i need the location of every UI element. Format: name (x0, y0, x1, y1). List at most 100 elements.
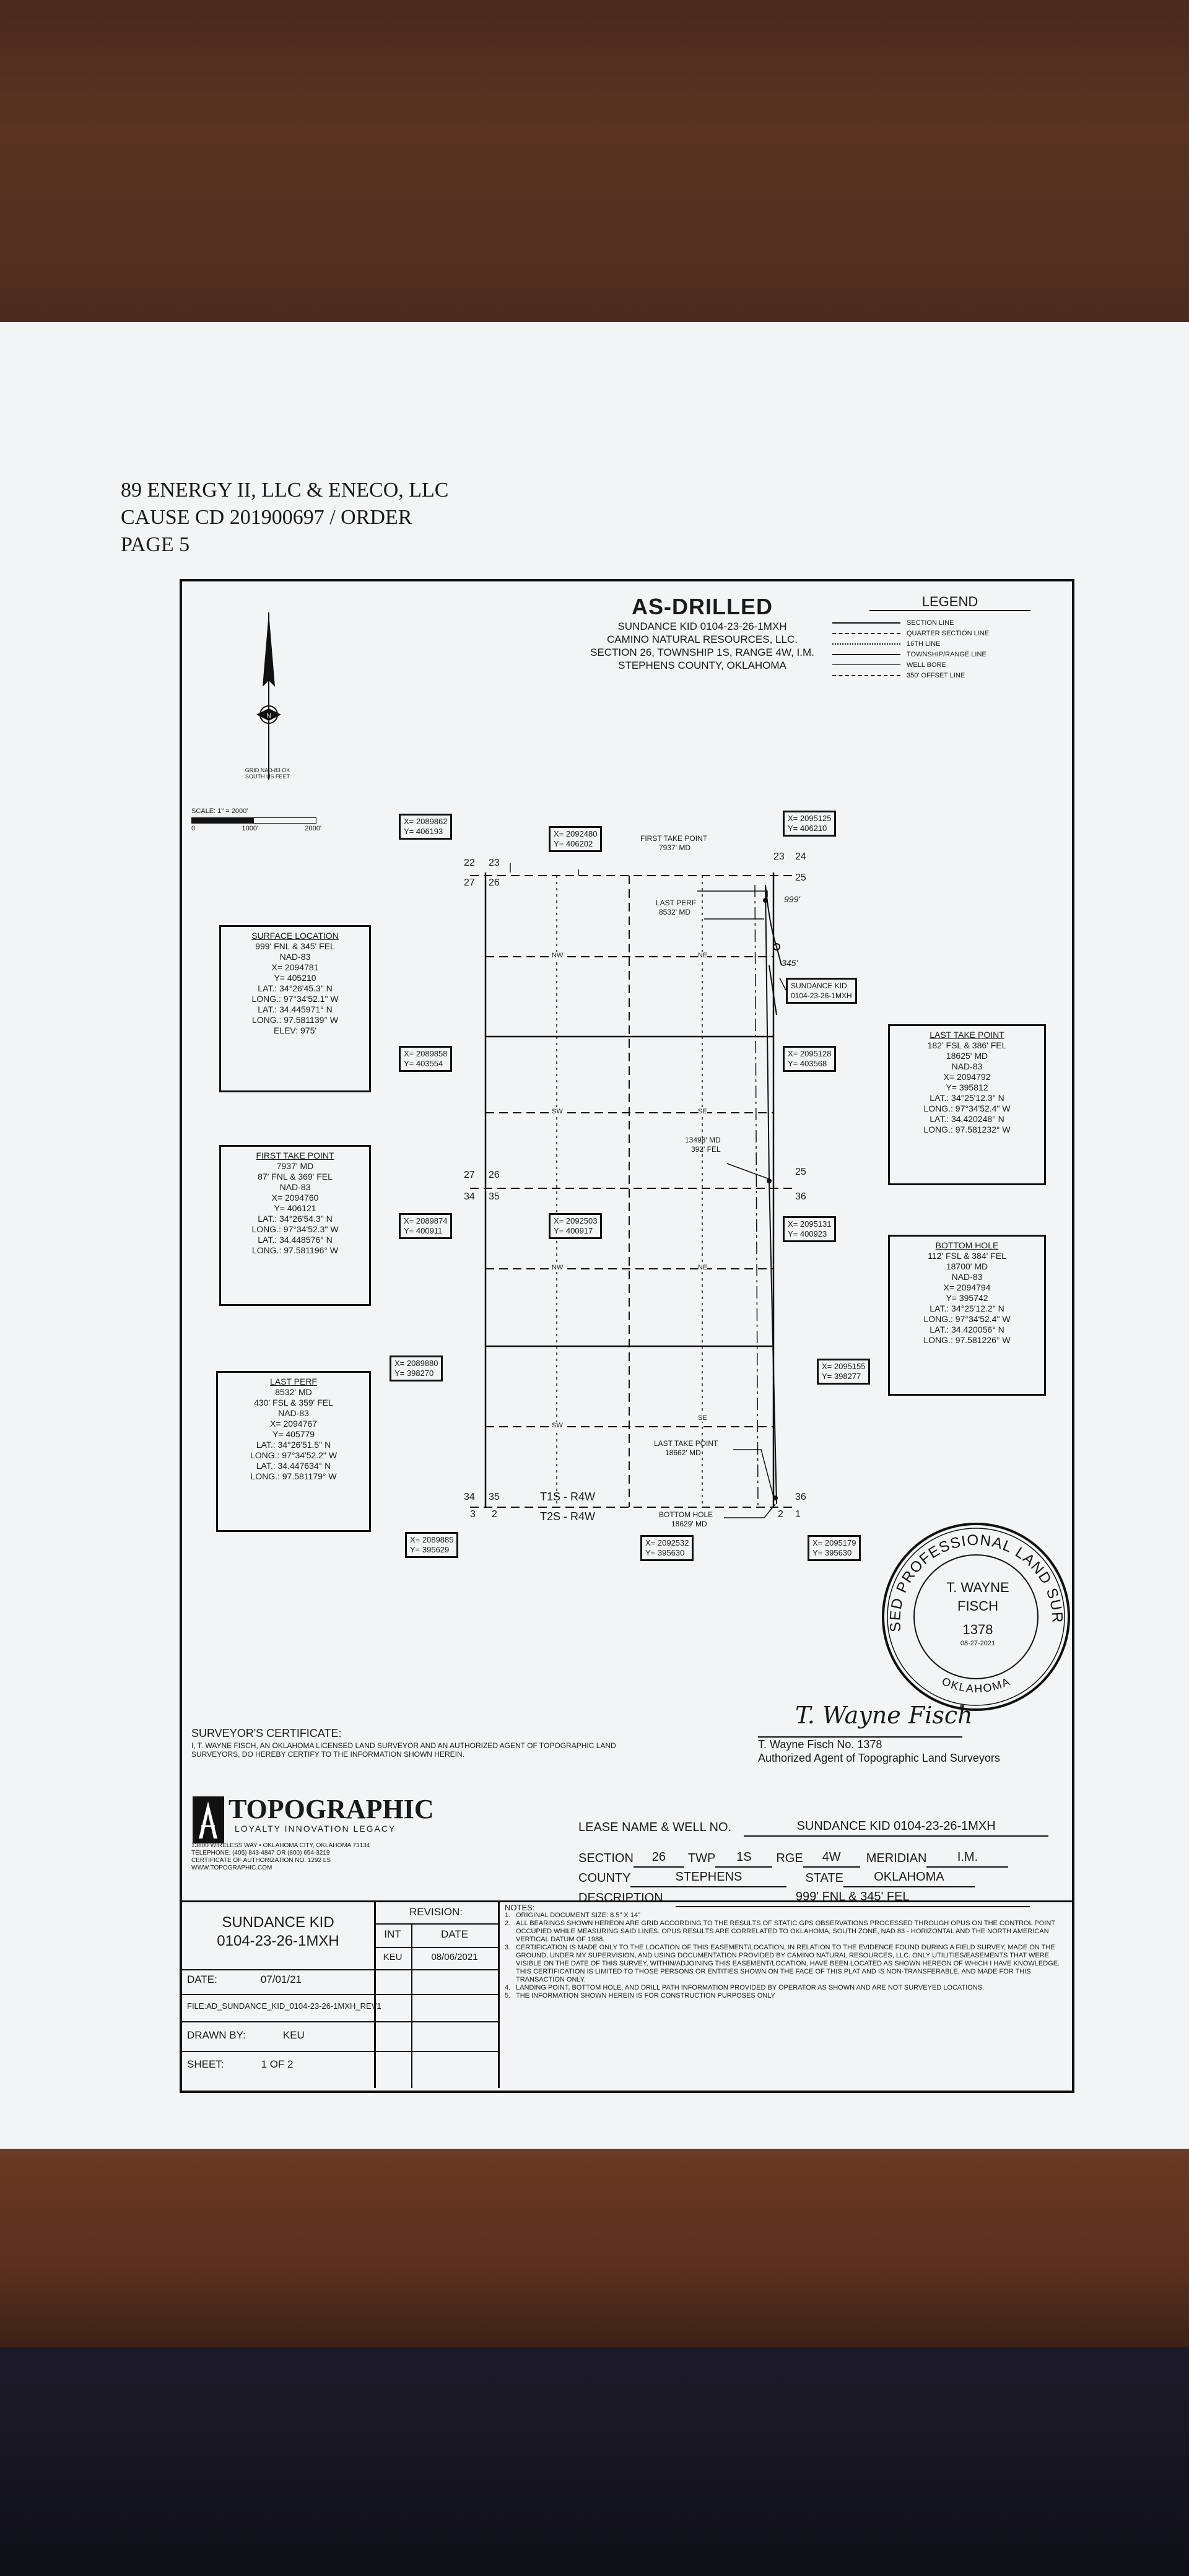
info-line: 18625' MD (946, 1051, 988, 1061)
table-well-number: 0104-23-26-1MXH (217, 1933, 339, 1949)
info-line: LAST TAKE POINT (930, 1030, 1004, 1040)
scale-bar: SCALE: 1" = 2000' 0 1000' 2000' (191, 807, 334, 832)
seal-date: 08-27-2021 (960, 1640, 996, 1647)
last-take-md: 18662' MD (665, 1448, 701, 1457)
section-27-s: 27 (464, 1170, 475, 1180)
info-line: LAST PERF (270, 1377, 317, 1386)
seal-ring-bottom: OKLAHOMA (940, 1675, 1011, 1695)
last-take-label: LAST TAKE POINT (654, 1439, 718, 1448)
legend-item-label: TOWNSHIP/RANGE LINE (907, 650, 986, 658)
surveyor-signature-block: T. Wayne Fisch T. Wayne Fisch No. 1378 A… (758, 1704, 1018, 1765)
info-line: Y= 405210 (274, 973, 316, 983)
derrick-logo-icon (193, 1796, 224, 1843)
info-line: LAT.: 34.447634° N (256, 1461, 331, 1471)
info-line: LAT.: 34.445971° N (258, 1004, 333, 1014)
info-line: FIRST TAKE POINT (256, 1151, 334, 1160)
floor-background (0, 2347, 1189, 2576)
scale-tick-0: 0 (191, 825, 196, 832)
svg-text:N: N (266, 713, 271, 720)
rev-date-1: 08/06/2021 (431, 1952, 478, 1962)
header-cause: CAUSE CD 201900697 / ORDER (121, 506, 412, 529)
logo-address: 13800 WIRELESS WAY • OKLAHOMA CITY, OKLA… (191, 1842, 370, 1849)
plat-sheet: AS-DRILLED SUNDANCE KID 0104-23-26-1MXH … (180, 579, 1074, 2093)
legend-line-sample (832, 632, 900, 634)
plat-well-name: SUNDANCE KID 0104-23-26-1MXH (617, 620, 787, 632)
header-company: 89 ENERGY II, LLC & ENECO, LLC (121, 479, 449, 502)
info-line: Y= 405779 (272, 1429, 315, 1439)
info-line: LAT.: 34.448576° N (258, 1235, 333, 1245)
info-line: Y= 395812 (946, 1082, 988, 1092)
lease-info: LEASE NAME & WELL NO. SUNDANCE KID 0104-… (578, 1817, 1061, 1907)
plat-title-block: AS-DRILLED SUNDANCE KID 0104-23-26-1MXH … (541, 594, 863, 672)
legend-item: SECTION LINE (832, 617, 1068, 628)
last-take-marker (773, 1495, 778, 1500)
logo-cert: CERTIFICATE OF AUTHORIZATION NO. 1292 LS (191, 1857, 331, 1864)
bottom-hole-md: 18629' MD (671, 1520, 707, 1528)
certificate-title: SURVEYOR'S CERTIFICATE: (191, 1727, 342, 1739)
info-line: X= 2094781 (271, 962, 319, 972)
date-value: 07/01/21 (260, 1973, 302, 1985)
info-line: X= 2094767 (270, 1419, 317, 1429)
logo-phone: TELEPHONE: (405) 843-4847 OR (800) 654-3… (191, 1850, 330, 1856)
section-25-n: 25 (795, 872, 806, 883)
document-header: 89 ENERGY II, LLC & ENECO, LLC CAUSE CD … (121, 477, 448, 559)
wood-table-background (0, 0, 1189, 322)
mid-marker (767, 1178, 772, 1183)
well-info-cells: SUNDANCE KID 0104-23-26-1MXH DATE:07/01/… (182, 1902, 381, 2088)
section-34-n: 34 (464, 1191, 475, 1202)
info-line: LAT.: 34°26'45.3" N (258, 983, 333, 993)
info-line: LONG.: 97.581139° W (251, 1015, 339, 1025)
info-line: SURFACE LOCATION (251, 931, 339, 941)
info-line: ELEV: 975' (273, 1025, 317, 1035)
certificate-text: I, T. WAYNE FISCH, AN OKLAHOMA LICENSED … (191, 1741, 616, 1759)
first-take-md: 7937' MD (659, 843, 690, 852)
rev-date-header: DATE (440, 1928, 469, 1940)
first-take-label: FIRST TAKE POINT (640, 834, 708, 843)
section-26-s: 26 (489, 1170, 500, 1180)
offset-999-label: 999' (784, 894, 801, 904)
info-line: Y= 406121 (274, 1203, 316, 1213)
legend-title: LEGEND (869, 594, 1030, 611)
legend-item-label: 16TH LINE (907, 640, 941, 648)
info-line: LONG.: 97.581232° W (923, 1125, 1011, 1134)
legend-item-label: 350' OFFSET LINE (907, 671, 965, 679)
plat-location: SECTION 26, TOWNSHIP 1S, RANGE 4W, I.M. (590, 646, 814, 658)
logo-name: TOPOGRAPHIC (229, 1794, 434, 1824)
note-item: 5.THE INFORMATION SHOWN HEREIN IS FOR CO… (505, 1992, 775, 1999)
quarter-se-south: SE (698, 1414, 707, 1422)
section-34-s: 34 (464, 1492, 475, 1502)
legend-line-sample (832, 653, 900, 655)
info-line: 999' FNL & 345' FEL (255, 941, 335, 951)
north-arrow-icon: N (256, 612, 281, 780)
quarter-sw-north: SW (552, 1108, 563, 1115)
info-line: 18700' MD (946, 1261, 988, 1271)
section-26-n: 26 (489, 877, 500, 888)
lease-value: SUNDANCE KID 0104-23-26-1MXH (744, 1817, 1049, 1837)
logo-tagline: LOYALTY INNOVATION LEGACY (235, 1824, 396, 1834)
info-line: LONG.: 97°34'52.1" W (251, 994, 339, 1004)
quarter-nw-north: NW (552, 952, 564, 959)
info-line: LAT.: 34°26'54.3" N (258, 1214, 333, 1224)
drawn-by-value: KEU (282, 2029, 305, 2041)
lease-label: LEASE NAME & WELL NO. (578, 1821, 732, 1834)
seal-name-1: T. WAYNE (946, 1580, 1009, 1595)
section-27-n: 27 (464, 877, 475, 888)
notes-section: NOTES: 1.ORIGINAL DOCUMENT SIZE: 8.5" X … (500, 1902, 1069, 2088)
scale-tick-2000: 2000' (305, 825, 321, 832)
leader-mid (726, 1163, 770, 1180)
header-page: PAGE 5 (121, 533, 190, 556)
info-line: 182' FSL & 386' FEL (927, 1040, 1007, 1050)
info-line: LAT.: 34°25'12.3" N (930, 1093, 1004, 1103)
section-23-e: 23 (773, 851, 785, 862)
leader-last-take (733, 1449, 774, 1497)
scale-label: SCALE: 1" = 2000' (191, 807, 248, 815)
township-t2s: T2S - R4W (540, 1510, 596, 1523)
legend-line-sample (832, 622, 900, 624)
